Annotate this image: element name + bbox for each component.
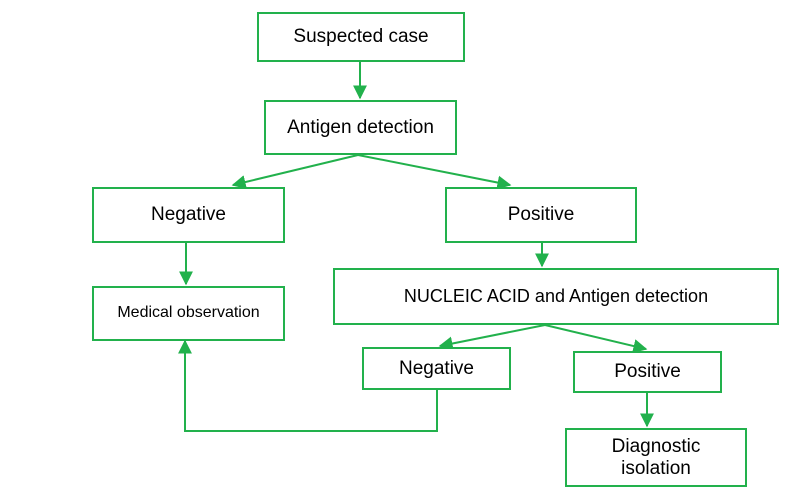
node-positive-primary-label: Positive xyxy=(507,204,575,226)
node-negative-secondary-label: Negative xyxy=(399,357,474,379)
node-antigen-detection: Antigen detection xyxy=(264,100,457,155)
node-negative-secondary: Negative xyxy=(362,347,511,390)
arrow-negative-back-to-observation xyxy=(178,339,438,432)
node-diagnostic-isolation-line2: isolation xyxy=(621,457,691,479)
arrow-nucleic-to-positive xyxy=(544,324,648,353)
arrow-nucleic-to-negative xyxy=(438,324,546,351)
node-nucleic-acid-antigen: NUCLEIC ACID and Antigen detection xyxy=(333,268,779,325)
node-suspected-case: Suspected case xyxy=(257,12,465,62)
node-medical-observation: Medical observation xyxy=(92,286,285,341)
node-nucleic-acid-antigen-label: NUCLEIC ACID and Antigen detection xyxy=(403,286,709,307)
arrow-antigen-to-positive xyxy=(357,154,512,190)
node-diagnostic-isolation: Diagnostic isolation xyxy=(565,428,747,487)
node-diagnostic-isolation-line1: Diagnostic xyxy=(611,435,701,457)
node-medical-observation-label: Medical observation xyxy=(117,304,260,322)
node-suspected-case-label: Suspected case xyxy=(293,26,429,48)
node-negative-primary-label: Negative xyxy=(151,204,226,226)
node-negative-primary: Negative xyxy=(92,187,285,243)
node-positive-secondary: Positive xyxy=(573,351,722,393)
node-positive-secondary-label: Positive xyxy=(614,361,681,383)
node-antigen-detection-label: Antigen detection xyxy=(287,116,434,138)
arrow-antigen-to-negative xyxy=(231,154,359,189)
node-positive-primary: Positive xyxy=(445,187,637,243)
